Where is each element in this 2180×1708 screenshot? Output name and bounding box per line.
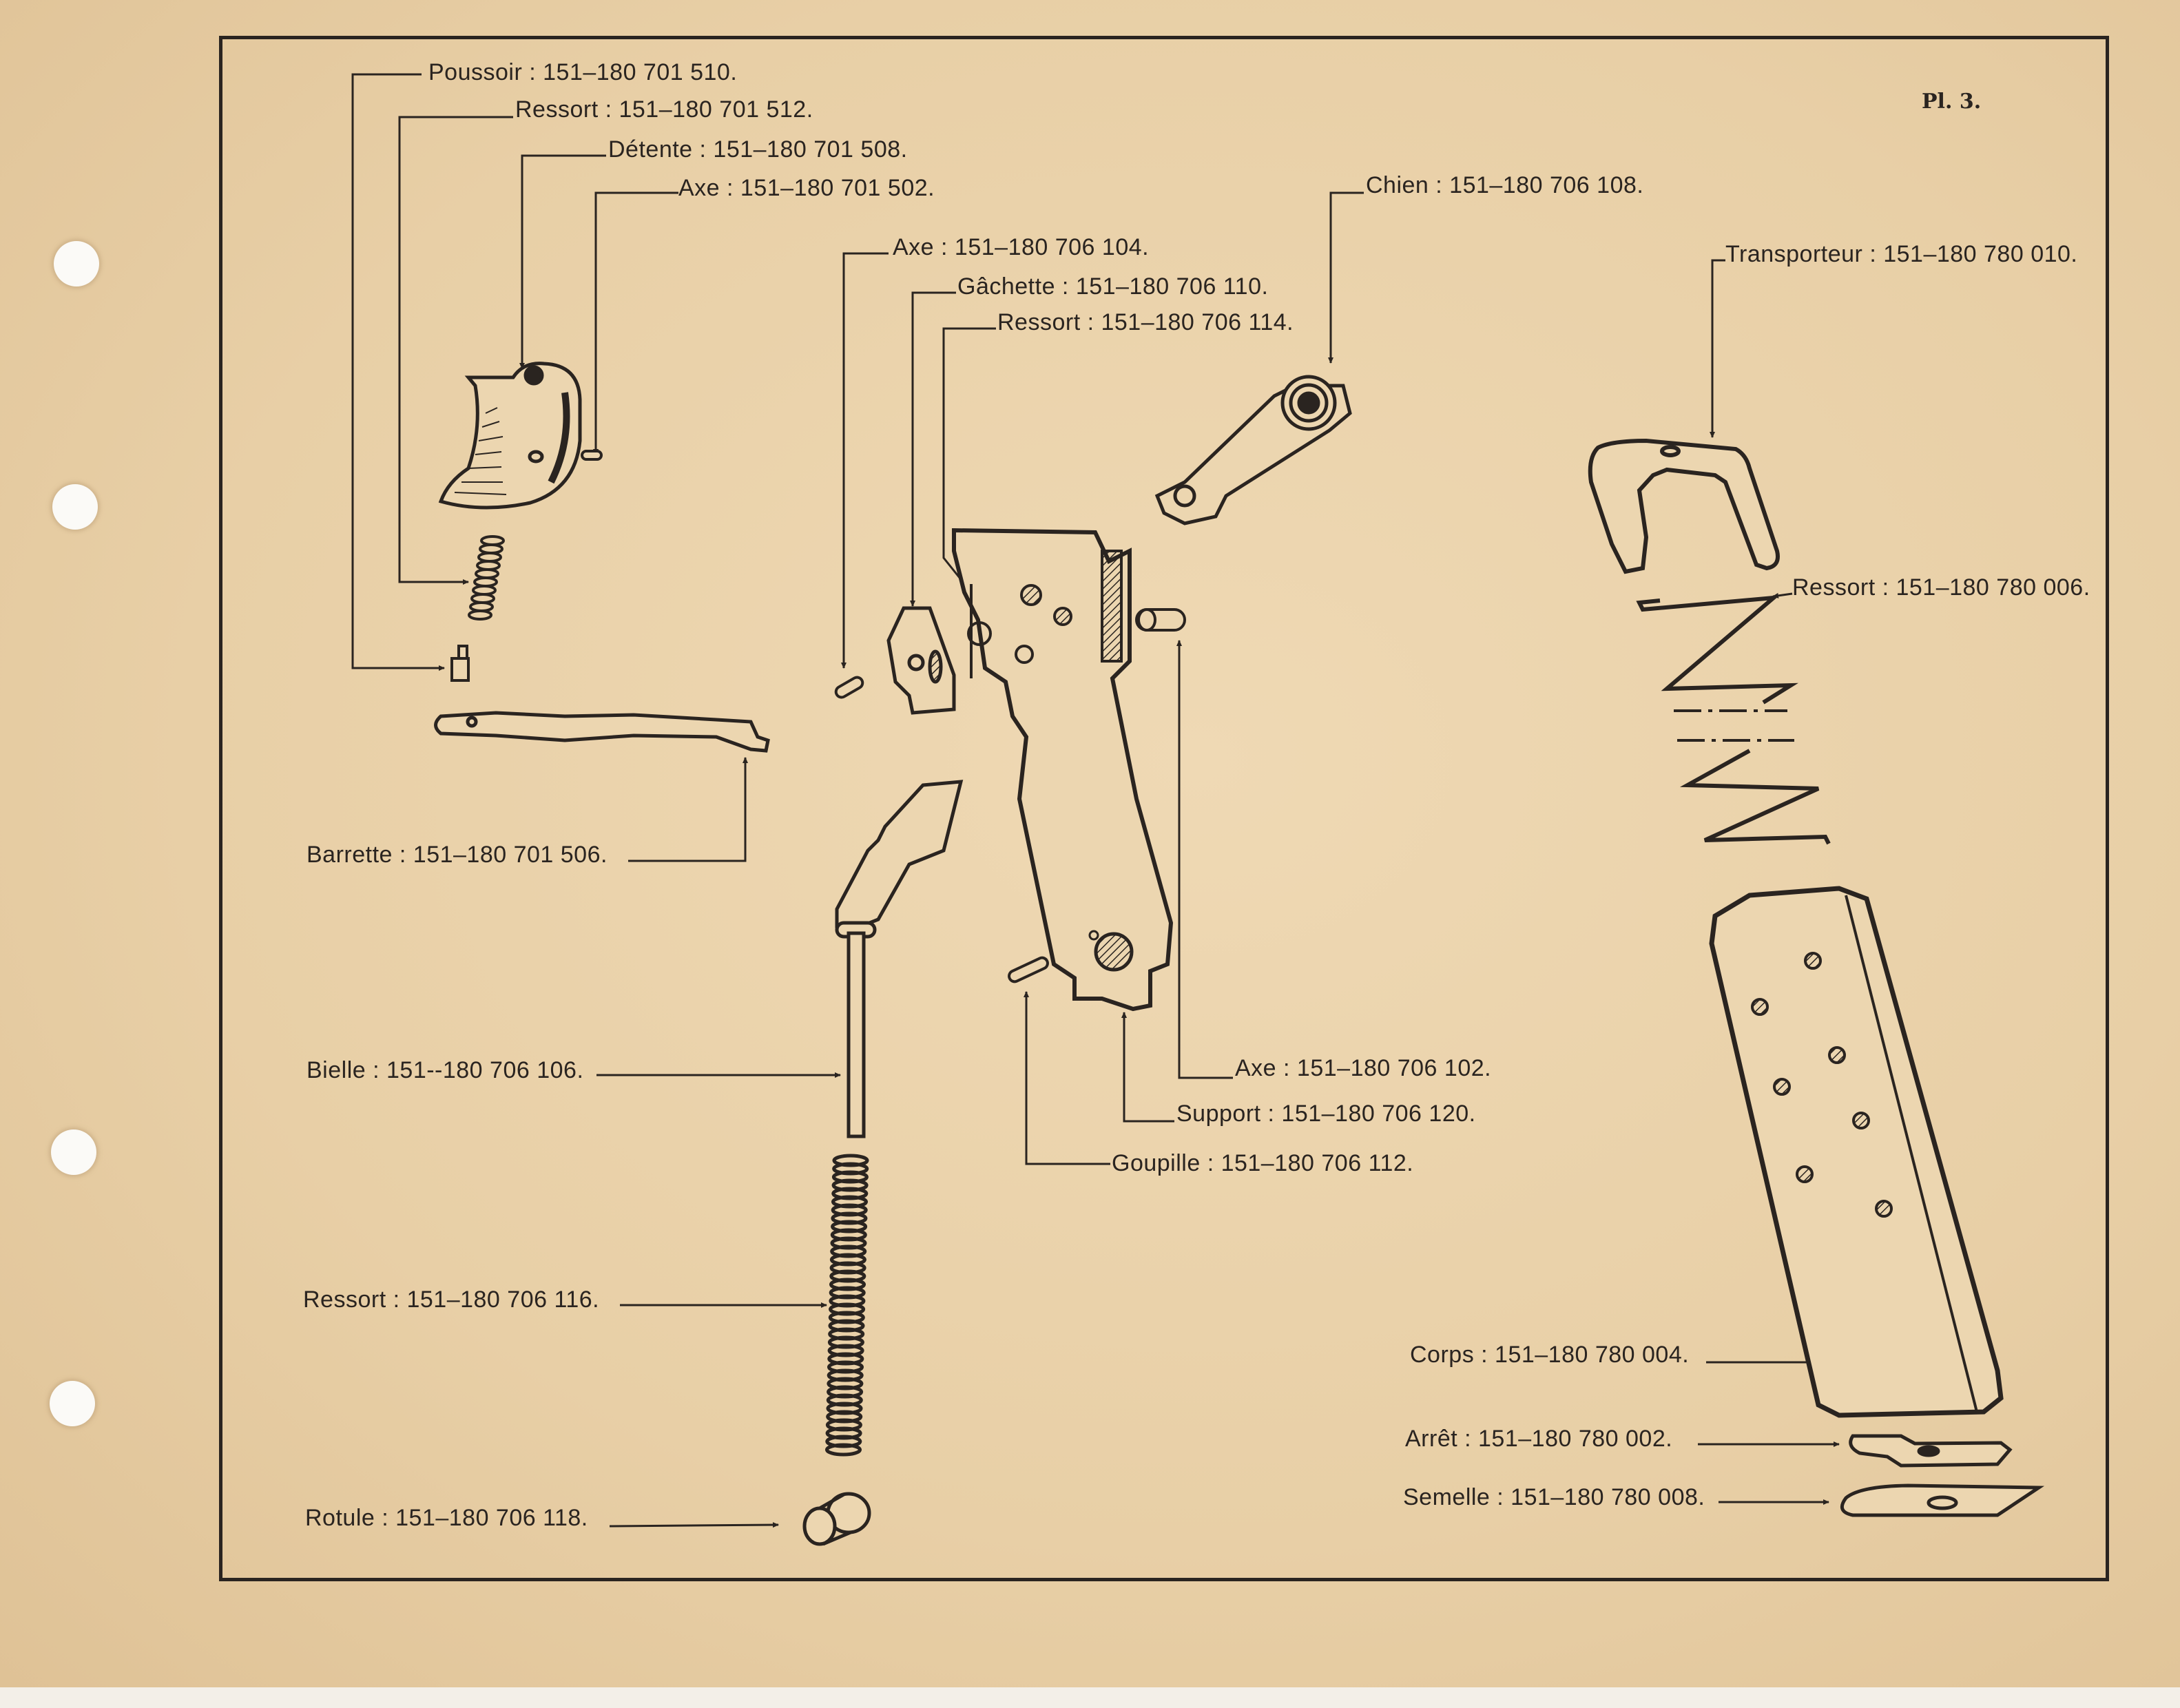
semelle-part [1842,1486,2039,1515]
plate-number: Pl. 3. [1922,90,1982,114]
label-bielle: Bielle : 151--180 706 106. [307,1057,584,1083]
poussoir-part [452,646,468,680]
leader-transporteur [1710,260,1725,438]
label-barrette: Barrette : 151–180 701 506. [307,842,608,868]
leader-poussoir [353,74,445,671]
barrette-part [436,713,769,751]
label-ressort-706-114: Ressort : 151–180 706 114. [997,309,1294,335]
label-transporteur: Transporteur : 151–180 780 010. [1725,241,2078,267]
leader-axe-706-102 [1176,640,1233,1078]
rotule-part [804,1494,869,1544]
binder-hole-1 [54,241,99,287]
detente-part [441,364,580,508]
chien-part [1157,377,1350,523]
goupille-pin [1007,956,1049,983]
label-ressort-701-512: Ressort : 151–180 701 512. [515,96,813,123]
leader-ressort-701-512 [399,117,513,585]
leader-axe-701-502 [593,193,678,455]
plate-border [219,36,2109,1581]
label-rotule: Rotule : 151–180 706 118. [305,1505,588,1531]
leader-chien [1328,193,1364,364]
leader-goupille [1024,991,1110,1164]
label-axe-706-104: Axe : 151–180 706 104. [893,234,1150,260]
gachette-part [889,608,954,713]
label-axe-706-102: Axe : 151–180 706 102. [1235,1055,1492,1081]
bielle-part [837,782,961,1136]
arret-part [1851,1436,2010,1466]
label-poussoir: Poussoir : 151–180 701 510. [428,59,738,85]
leader-ressort-706-114 [944,329,996,585]
leader-gachette [910,293,956,607]
label-goupille: Goupille : 151–180 706 112. [1112,1150,1414,1176]
ressort-701-512-spring [469,537,504,619]
axe-706-102-pin [1136,610,1185,630]
axe-701-502-pin [582,451,601,459]
label-arret: Arrêt : 151–180 780 002. [1405,1426,1673,1452]
ressort-706-116-spring [827,1156,868,1455]
ressort-706-114-spring [968,584,990,678]
corps-part [1712,888,2001,1415]
label-detente: Détente : 151–180 701 508. [608,136,908,163]
spring-coil [827,1445,860,1455]
transporteur-part [1590,441,1778,572]
axe-706-104-pin [834,676,864,700]
support-part [954,530,1171,1009]
label-ressort-780-006: Ressort : 151–180 780 006. [1792,574,2090,601]
binder-hole-2 [52,484,98,530]
leader-detente [519,156,606,369]
leader-barrette [628,757,748,861]
ressort-780-006-spring [1639,598,1829,844]
label-support: Support : 151–180 706 120. [1176,1101,1476,1127]
binder-hole-4 [50,1381,95,1426]
label-gachette: Gâchette : 151–180 706 110. [957,273,1269,300]
leader-support [1121,1012,1174,1121]
label-semelle: Semelle : 151–180 780 008. [1403,1484,1705,1510]
label-chien: Chien : 151–180 706 108. [1366,172,1644,198]
leader-axe-706-104 [841,253,889,669]
label-ressort-706-116: Ressort : 151–180 706 116. [303,1287,600,1313]
scan-margin [0,1687,2180,1708]
label-corps: Corps : 151–180 780 004. [1410,1342,1690,1368]
leader-rotule [610,1522,779,1528]
binder-hole-3 [51,1129,96,1175]
label-axe-701-502: Axe : 151–180 701 502. [678,175,935,201]
